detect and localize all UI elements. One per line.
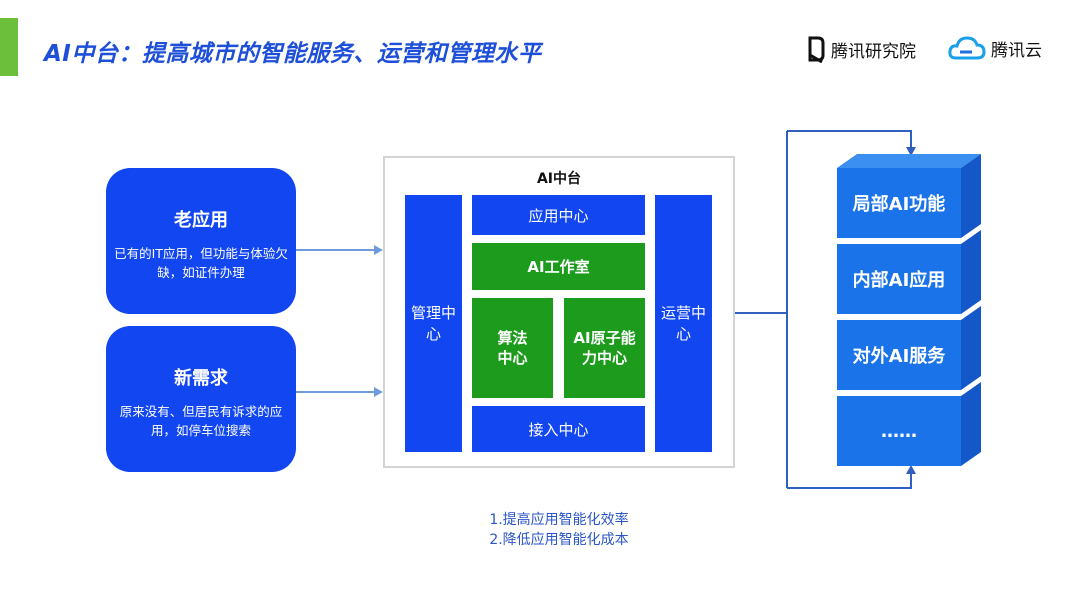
old-app-title: 老应用 bbox=[174, 210, 228, 231]
arrow-head-old bbox=[374, 245, 383, 255]
right-connector bbox=[735, 130, 916, 489]
cube-external-ai bbox=[837, 306, 981, 390]
tencent-research-label: 腾讯研究院 bbox=[831, 41, 916, 62]
old-app-desc: 已有的IT应用，但功能与体验欠缺，如证件办理 bbox=[114, 246, 288, 280]
algo-center-label: 算法中心 bbox=[497, 329, 528, 367]
ai-atomic-label: AI原子能力中心 bbox=[573, 329, 636, 367]
tencent-cloud-icon bbox=[948, 36, 986, 60]
new-need-title: 新需求 bbox=[174, 368, 228, 389]
tencent-cloud-label: 腾讯云 bbox=[991, 40, 1042, 61]
ops-center-block: 运营中心 bbox=[655, 195, 712, 452]
app-center-label: 应用中心 bbox=[528, 206, 589, 225]
accent-bar bbox=[0, 18, 18, 76]
mgmt-center-block: 管理中心 bbox=[405, 195, 462, 452]
arrow-head-new bbox=[374, 387, 383, 397]
tencent-research-logo: 腾讯研究院 bbox=[806, 35, 916, 63]
cube-external-ai-label: 对外AI服务 bbox=[852, 346, 946, 367]
access-center-label: 接入中心 bbox=[528, 420, 589, 439]
new-need-box: 新需求 原来没有、但居民有诉求的应用，如停车位搜索 bbox=[106, 326, 296, 472]
ai-platform-title: AI中台 bbox=[536, 171, 582, 187]
ai-studio-block: AI工作室 bbox=[472, 243, 645, 290]
new-need-desc: 原来没有、但居民有诉求的应用，如停车位搜索 bbox=[119, 404, 283, 438]
ai-studio-label: AI工作室 bbox=[527, 258, 590, 276]
arrow-line-old bbox=[296, 249, 374, 251]
arrow-line-new bbox=[296, 391, 374, 393]
tencent-research-icon bbox=[808, 36, 825, 63]
cube-internal-ai-label: 内部AI应用 bbox=[852, 270, 946, 291]
mgmt-center-label: 管理中心 bbox=[410, 303, 456, 343]
cube-local-ai bbox=[837, 154, 981, 238]
app-center-block: 应用中心 bbox=[472, 195, 645, 235]
benefit-1: 1.提高应用智能化效率 bbox=[489, 512, 629, 528]
ai-atomic-block: AI原子能力中心 bbox=[564, 298, 645, 398]
cube-stack bbox=[837, 154, 981, 466]
cube-local-ai-label: 局部AI功能 bbox=[852, 194, 946, 215]
ops-center-label: 运营中心 bbox=[660, 303, 706, 343]
cube-more bbox=[837, 382, 981, 466]
old-app-box: 老应用 已有的IT应用，但功能与体验欠缺，如证件办理 bbox=[106, 168, 296, 314]
page-title: AI中台：提高城市的智能服务、运营和管理水平 bbox=[44, 41, 542, 67]
tencent-cloud-logo: 腾讯云 bbox=[948, 34, 1042, 62]
access-center-block: 接入中心 bbox=[472, 406, 645, 452]
benefits-caption: 1.提高应用智能化效率 2.降低应用智能化成本 bbox=[380, 510, 738, 550]
algo-center-block: 算法中心 bbox=[472, 298, 553, 398]
cube-internal-ai bbox=[837, 230, 981, 314]
benefit-2: 2.降低应用智能化成本 bbox=[489, 532, 629, 548]
cube-more-label: …… bbox=[881, 420, 917, 442]
